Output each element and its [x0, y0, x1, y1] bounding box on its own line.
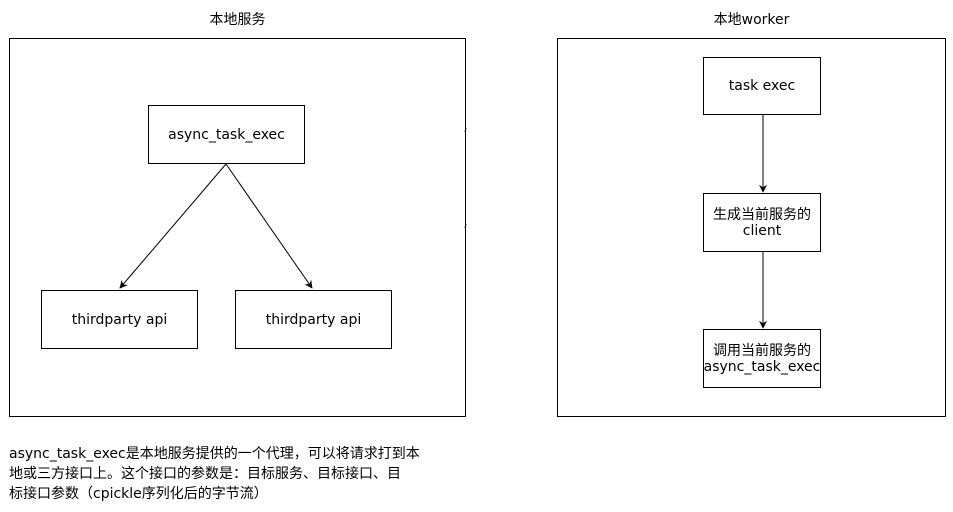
tick-mark-upper — [464, 127, 467, 133]
right-panel-title: 本地worker — [713, 12, 790, 28]
thirdparty-api-node-right: thirdparty api — [235, 290, 392, 349]
async-task-exec-node: async_task_exec — [148, 105, 305, 164]
thirdparty-api-label-left: thirdparty api — [71, 311, 168, 328]
description-line-3: 标接口参数（cpickle序列化后的字节流） — [9, 486, 268, 502]
async-task-exec-label: async_task_exec — [168, 126, 285, 143]
left-panel-frame — [9, 38, 466, 417]
generate-client-label-line2: client — [742, 222, 782, 239]
tick-mark-lower — [464, 223, 467, 229]
thirdparty-api-label-right: thirdparty api — [265, 311, 362, 328]
thirdparty-api-node-left: thirdparty api — [41, 290, 198, 349]
call-async-task-exec-node: 调用当前服务的 async_task_exec — [703, 329, 821, 388]
call-async-label-line2: async_task_exec — [703, 358, 821, 375]
task-exec-node: task exec — [703, 57, 821, 115]
edge-root-to-thirdparty-left — [119, 163, 227, 289]
description-line-2: 地或三方接口上。这个接口的参数是：目标服务、目标接口、目 — [9, 466, 401, 482]
description-note: async_task_exec是本地服务提供的一个代理，可以将请求打到本 地或三… — [9, 444, 479, 504]
call-async-label-line1: 调用当前服务的 — [713, 342, 811, 359]
generate-client-label-line1: 生成当前服务的 — [713, 206, 811, 223]
task-exec-label: task exec — [728, 78, 796, 94]
left-panel-title: 本地服务 — [209, 12, 266, 28]
edge-root-to-thirdparty-right — [225, 163, 313, 289]
description-line-1: async_task_exec是本地服务提供的一个代理，可以将请求打到本 — [9, 446, 420, 462]
generate-client-node: 生成当前服务的 client — [703, 193, 821, 252]
